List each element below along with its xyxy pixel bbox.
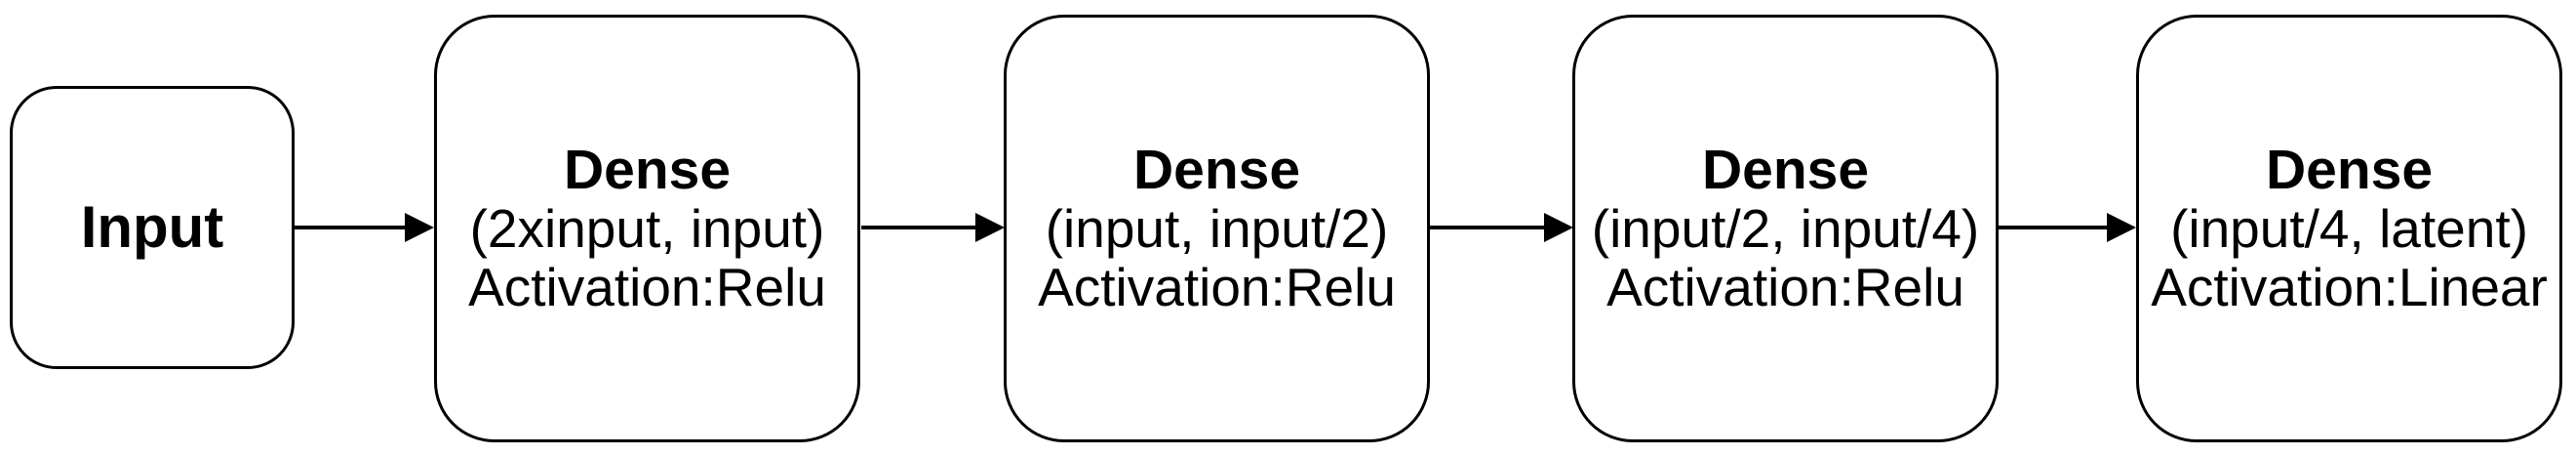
node-dense-4-activation: Activation:Linear — [2151, 257, 2548, 317]
node-dense-3: Dense (input/2, input/4) Activation:Relu — [1572, 15, 1999, 442]
node-dense-2-activation: Activation:Relu — [1038, 257, 1396, 317]
node-dense-2: Dense (input, input/2) Activation:Relu — [1004, 15, 1430, 442]
node-dense-1-title: Dense — [563, 139, 732, 201]
node-dense-1-activation: Activation:Relu — [468, 257, 826, 317]
node-dense-4-title: Dense — [2265, 139, 2434, 201]
arrow-2 — [861, 226, 975, 229]
arrow-1 — [295, 226, 405, 229]
node-dense-4-shape: (input/4, latent) — [2170, 198, 2528, 259]
arrow-3 — [1427, 226, 1544, 229]
node-dense-3-shape: (input/2, input/4) — [1591, 198, 1980, 259]
node-dense-3-activation: Activation:Relu — [1606, 257, 1964, 317]
node-dense-4: Dense (input/4, latent) Activation:Linea… — [2136, 15, 2562, 442]
node-dense-1: Dense (2xinput, input) Activation:Relu — [434, 15, 860, 442]
node-input: Input — [10, 86, 295, 369]
node-dense-2-shape: (input, input/2) — [1045, 198, 1389, 259]
node-dense-1-shape: (2xinput, input) — [469, 198, 825, 259]
arrow-4 — [1997, 226, 2107, 229]
node-dense-2-title: Dense — [1132, 139, 1301, 201]
node-dense-3-title: Dense — [1701, 139, 1870, 201]
node-input-title: Input — [80, 194, 224, 260]
